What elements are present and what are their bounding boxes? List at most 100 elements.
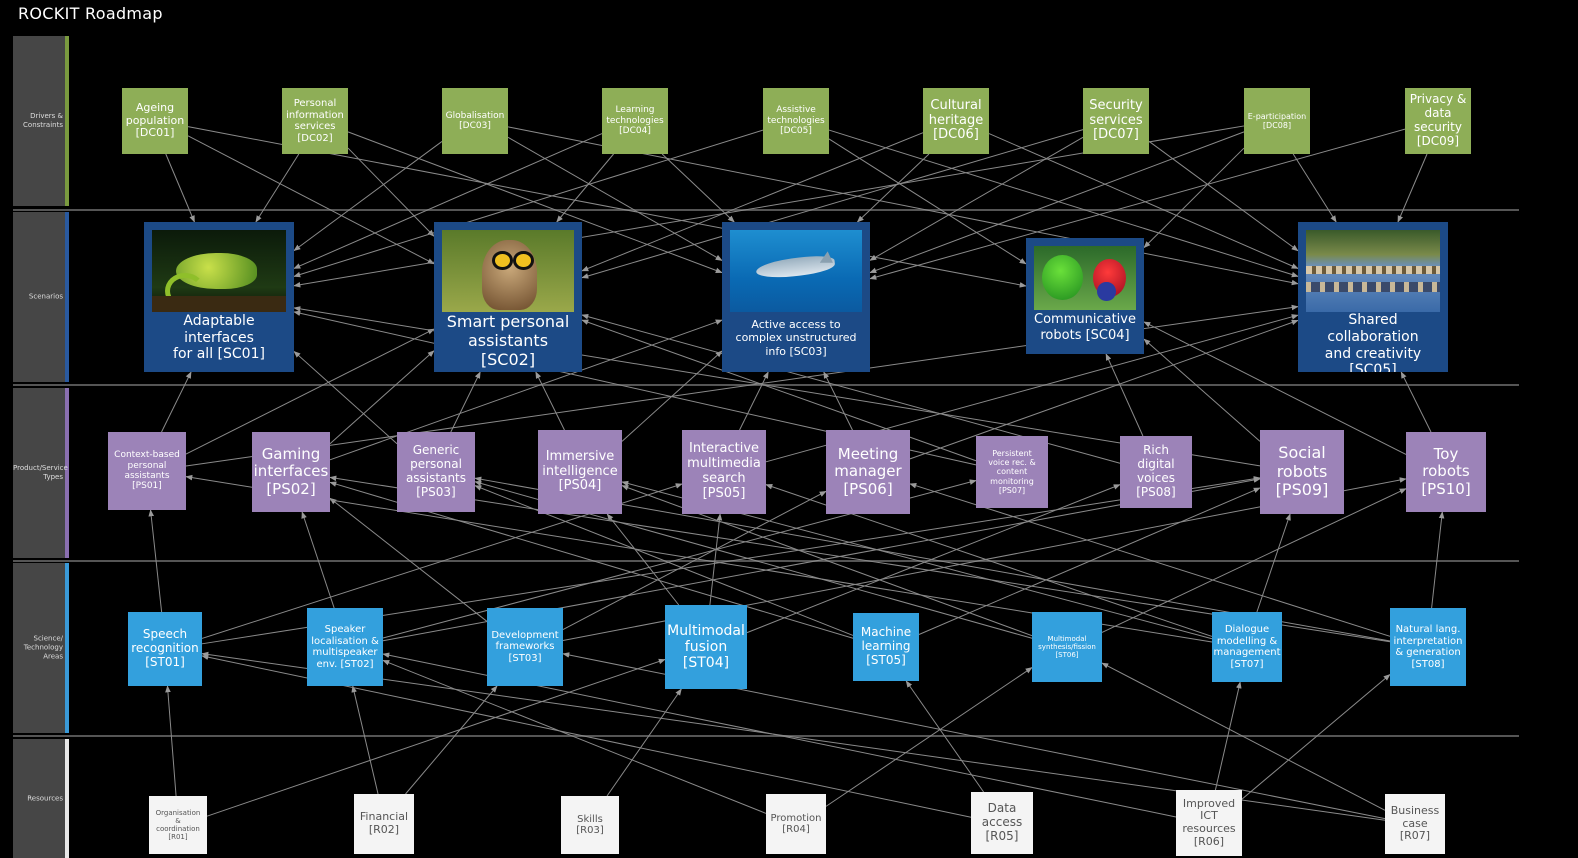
arrow-r06-st08: [1241, 674, 1391, 800]
arrow-r07-st06: [1101, 662, 1386, 811]
product-label: Interactive multimedia search [PS05]: [687, 441, 761, 501]
birds-on-water-image: [1306, 230, 1440, 312]
band-accent: [65, 388, 69, 558]
arrow-dc07-sc02: [581, 129, 1084, 279]
arrow-r05-st05: [905, 680, 985, 793]
scenario-caption: Active access to complex unstructured in…: [735, 318, 857, 358]
product-ps05[interactable]: Interactive multimedia search [PS05]: [682, 430, 766, 514]
roadmap-title: ROCKIT Roadmap: [18, 4, 163, 23]
science-area-label: Speaker localisation & multispeaker env.…: [311, 624, 379, 670]
driver-label: Ageing population [DC01]: [125, 101, 185, 140]
driver-dc09[interactable]: Privacy & data security [DC09]: [1405, 88, 1471, 154]
driver-dc02[interactable]: Personal information services [DC02]: [282, 88, 348, 154]
science-area-st03[interactable]: Development frameworks [ST03]: [487, 608, 563, 686]
resource-label: Business case [R07]: [1390, 804, 1440, 843]
product-ps08[interactable]: Rich digital voices [PS08]: [1120, 436, 1192, 508]
arrow-st04-ps04: [606, 513, 680, 606]
arrow-st08-ps10: [1431, 511, 1445, 609]
arrow-r01-st01: [165, 685, 177, 797]
band-scenarios: Scenarios: [13, 212, 69, 382]
image-shape: [481, 239, 538, 311]
driver-dc06[interactable]: Cultural heritage [DC06]: [923, 88, 989, 154]
resource-r01[interactable]: Organisation & coordination [R01]: [149, 796, 207, 854]
band-accent: [65, 739, 69, 858]
arrow-r01-st04: [206, 658, 666, 817]
product-ps10[interactable]: Toy robots [PS10]: [1406, 432, 1486, 512]
band-label: Product/Service Types: [13, 464, 68, 481]
arrow-st08-ps06: [909, 483, 1391, 637]
arrow-dc08-sc05: [1292, 153, 1337, 223]
scenario-sc04[interactable]: Communicative robots [SC04]: [1026, 238, 1144, 354]
image-shape: [513, 251, 534, 271]
product-ps03[interactable]: Generic personal assistants [PS03]: [397, 432, 475, 512]
science-area-st02[interactable]: Speaker localisation & multispeaker env.…: [307, 608, 383, 686]
product-ps02[interactable]: Gaming interfaces [PS02]: [252, 432, 330, 512]
image-shape: [819, 251, 833, 263]
resource-label: Organisation & coordination [R01]: [155, 808, 201, 842]
band-divider: [13, 560, 1519, 562]
scenario-sc03[interactable]: Active access to complex unstructured in…: [722, 222, 870, 372]
product-label: Generic personal assistants [PS03]: [405, 443, 467, 499]
arrow-ps02-sc03: [329, 319, 723, 461]
product-label: Context-based personal assistants [PS01]: [114, 450, 180, 492]
arrow-dc03-sc03: [507, 136, 723, 261]
arrow-ps10-sc04: [1143, 321, 1407, 455]
arrow-st02-ps02: [301, 511, 335, 609]
image-shape: [1097, 281, 1116, 302]
science-area-st05[interactable]: Machine learning [ST05]: [853, 613, 919, 681]
driver-dc05[interactable]: Assistive technologies [DC05]: [763, 88, 829, 154]
product-ps01[interactable]: Context-based personal assistants [PS01]: [108, 432, 186, 510]
arrow-dc05-sc05: [828, 129, 1299, 278]
arrow-dc01-sc01: [165, 153, 195, 223]
arrow-dc02-sc03: [347, 131, 723, 274]
band-divider: [13, 209, 1519, 211]
driver-dc08[interactable]: E-participation [DC08]: [1244, 88, 1310, 154]
arrow-dc02-sc02: [347, 147, 435, 237]
driver-dc04[interactable]: Learning technologies [DC04]: [602, 88, 668, 154]
scenario-sc02[interactable]: Smart personal assistants [SC02]: [434, 222, 582, 372]
resource-label: Data access [R05]: [981, 801, 1023, 843]
resource-r02[interactable]: Financial [R02]: [354, 794, 414, 854]
science-area-st04[interactable]: Multimodal fusion [ST04]: [665, 605, 747, 689]
resource-r03[interactable]: Skills [R03]: [561, 796, 619, 854]
resource-r05[interactable]: Data access [R05]: [971, 792, 1033, 854]
driver-dc07[interactable]: Security services [DC07]: [1083, 88, 1149, 154]
driver-dc03[interactable]: Globalisation [DC03]: [442, 88, 508, 154]
product-label: Social robots [PS09]: [1275, 443, 1329, 500]
band-resources: Resources: [13, 739, 69, 858]
science-area-st08[interactable]: Natural lang. interpretation & generatio…: [1390, 608, 1466, 686]
arrow-st03-ps02: [329, 497, 488, 622]
scenario-sc05[interactable]: Shared collaboration and creativity [SC0…: [1298, 222, 1448, 372]
science-area-label: Development frameworks [ST03]: [491, 629, 559, 664]
arrow-r06-st07: [1214, 681, 1242, 791]
arrow-dc07-sc03: [869, 136, 1084, 261]
resource-r07[interactable]: Business case [R07]: [1385, 794, 1445, 854]
science-area-st07[interactable]: Dialogue modelling & management [ST07]: [1212, 612, 1282, 682]
resource-r06[interactable]: Improved ICT resources [R06]: [1176, 790, 1242, 856]
band-science: Science/ Technology Areas: [13, 563, 69, 733]
driver-dc01[interactable]: Ageing population [DC01]: [122, 88, 188, 154]
scenario-caption: Shared collaboration and creativity [SC0…: [1324, 312, 1422, 372]
arrow-r02-st02: [351, 685, 379, 795]
product-ps09[interactable]: Social robots [PS09]: [1260, 430, 1344, 514]
science-area-st01[interactable]: Speech recognition [ST01]: [128, 612, 202, 686]
arrow-st04-ps05: [709, 513, 723, 606]
resource-label: Improved ICT resources [R06]: [1182, 796, 1236, 848]
image-shape: [492, 251, 513, 271]
arrow-dc06-sc02: [581, 132, 924, 272]
science-area-st06[interactable]: Multimodal synthesis/fission [ST06]: [1032, 612, 1102, 682]
parrots-image: [1034, 246, 1136, 310]
product-ps07[interactable]: Persistent voice rec. & content monitori…: [976, 436, 1048, 508]
arrow-ps01-sc02: [185, 328, 435, 455]
arrow-st04-ps08: [746, 484, 1121, 634]
product-label: Rich digital voices [PS08]: [1136, 443, 1176, 499]
band-label: Resources: [27, 794, 63, 802]
arrow-ps09-sc04: [1143, 338, 1261, 442]
science-area-label: Multimodal fusion [ST04]: [667, 622, 745, 672]
product-ps04[interactable]: Immersive intelligence [PS04]: [538, 430, 622, 514]
resource-r04[interactable]: Promotion [R04]: [766, 794, 826, 854]
product-ps06[interactable]: Meeting manager [PS06]: [826, 430, 910, 514]
arrow-st06-ps10: [1101, 488, 1407, 633]
scenario-sc01[interactable]: Adaptable interfaces for all [SC01]: [144, 222, 294, 372]
science-area-label: Speech recognition [ST01]: [131, 627, 199, 669]
